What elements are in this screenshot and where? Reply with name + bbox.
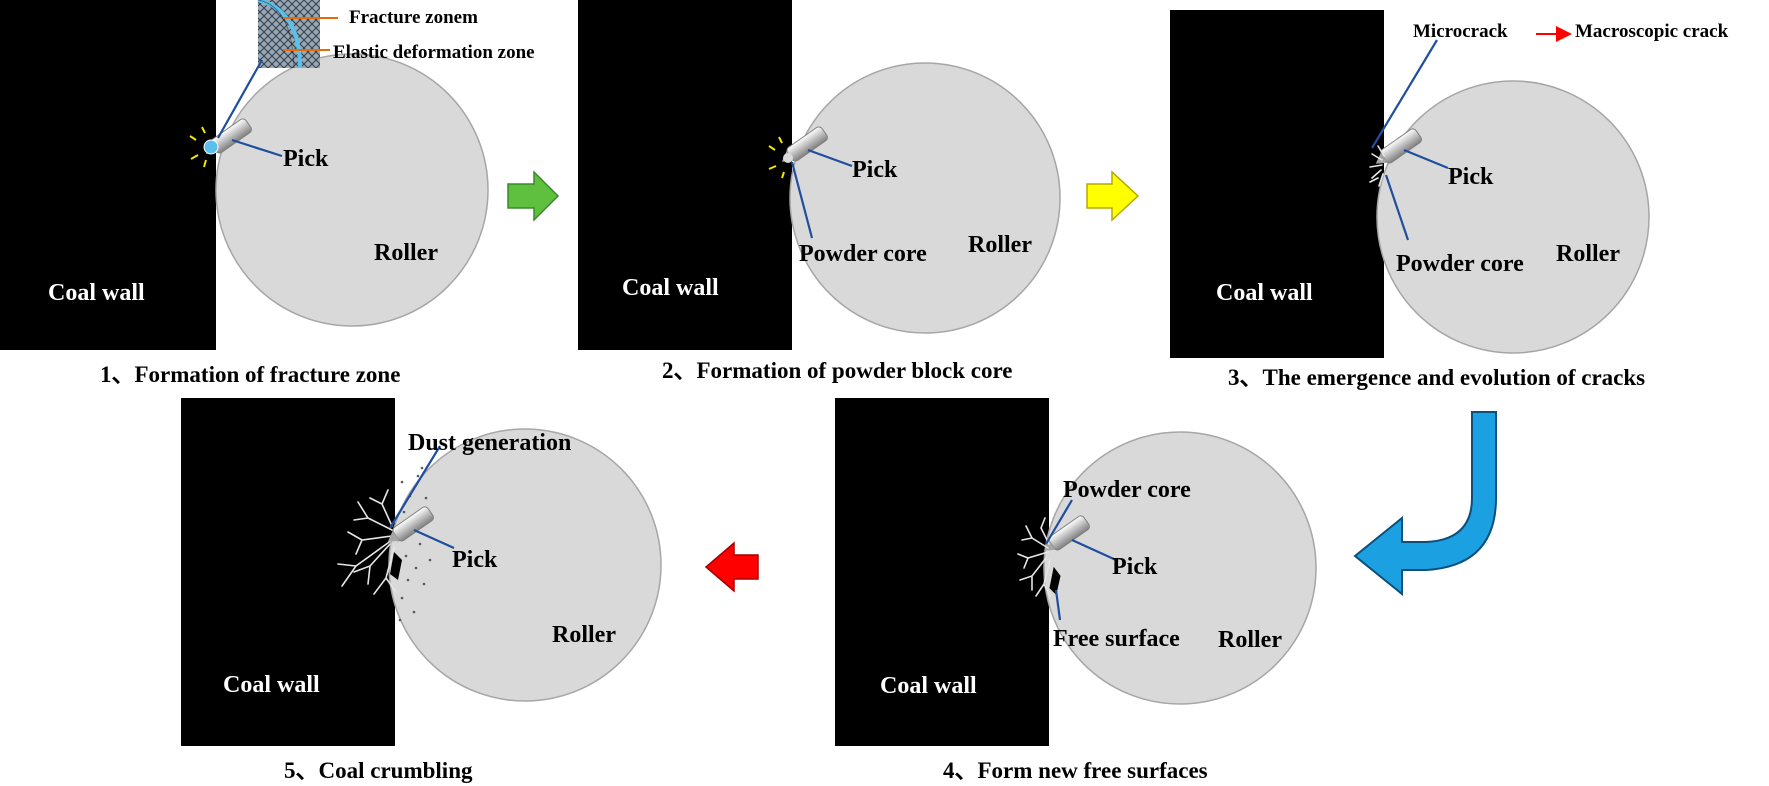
pick-leader-line <box>231 138 283 158</box>
roller-label: Roller <box>1218 627 1282 653</box>
crack-network <box>337 489 397 595</box>
free-surface-label: Free surface <box>1053 626 1180 652</box>
roller <box>215 53 489 327</box>
panel-caption: 2、Formation of powder block core <box>662 358 1013 383</box>
roller-label: Roller <box>552 622 616 648</box>
dust-leader-line <box>389 445 441 529</box>
roller <box>388 428 662 702</box>
inset-label-leaders <box>283 17 338 51</box>
panel-3: Microcrack Macroscopic crack Pick Powder… <box>1170 10 1729 390</box>
flow-arrow-yellow <box>1086 170 1140 222</box>
coal-wall <box>181 398 395 746</box>
coal-wall-label: Coal wall <box>622 275 719 301</box>
panel-caption: 5、Coal crumbling <box>284 758 473 783</box>
powder-core-label: Powder core <box>799 241 927 267</box>
coal-wall <box>0 0 216 350</box>
coal-wall-label: Coal wall <box>223 672 320 698</box>
panel-1: Fracture zonem Elastic deformation zone … <box>0 0 535 387</box>
pick-icon <box>1375 128 1422 164</box>
dust-cloud <box>396 466 432 622</box>
coal-wall <box>835 398 1049 746</box>
panel-2: Pick Powder core Roller Coal wall 2、Form… <box>578 0 1061 383</box>
microcrack-label: Microcrack <box>1413 21 1508 42</box>
core-leader-line <box>1384 174 1410 241</box>
pick-leader-line <box>1403 148 1449 170</box>
crack-network <box>1017 517 1051 597</box>
flow-arrow-green <box>507 170 560 222</box>
pick-label: Pick <box>452 547 498 573</box>
roller <box>789 62 1061 334</box>
pick-label: Pick <box>1448 164 1494 190</box>
coal-wall-label: Coal wall <box>1216 280 1313 306</box>
core-leader-line <box>1045 499 1073 545</box>
coal-wall <box>1170 10 1384 358</box>
pick-label: Pick <box>1112 554 1158 580</box>
powder-core-label: Powder core <box>1396 251 1524 277</box>
crumbled-fragment <box>390 552 402 580</box>
flow-arrow-blue <box>1353 411 1497 597</box>
inset-leader-line <box>217 59 263 139</box>
pick-leader-line <box>413 528 455 550</box>
coal-wall <box>578 0 792 350</box>
dust-generation-label: Dust generation <box>408 430 571 456</box>
fracture-zone-mark <box>189 126 219 168</box>
inset-zoom <box>257 0 320 69</box>
panel-caption: 1、Formation of fracture zone <box>100 362 400 387</box>
powder-core-mark <box>768 136 793 179</box>
roller-label: Roller <box>1556 241 1620 267</box>
core-leader-line <box>790 161 814 239</box>
fracture-zone-label: Fracture zonem <box>349 7 478 28</box>
coal-wall-label: Coal wall <box>48 280 145 306</box>
pick-leader-line <box>1071 538 1117 562</box>
roller <box>1376 80 1650 354</box>
microcrack-leader-line <box>1371 39 1438 149</box>
panel-4: Powder core Pick Free surface Roller Coa… <box>835 398 1317 783</box>
pick-label: Pick <box>283 146 329 172</box>
pick-label: Pick <box>852 157 898 183</box>
elastic-zone-label: Elastic deformation zone <box>333 42 535 63</box>
microcrack-mark <box>1369 145 1385 187</box>
macrocrack-label: Macroscopic crack <box>1575 21 1729 42</box>
roller-label: Roller <box>374 240 438 266</box>
roller-label: Roller <box>968 232 1032 258</box>
flow-arrow-red <box>704 541 759 593</box>
panel-5: Dust generation Pick Roller Coal wall 5、… <box>181 398 662 783</box>
powder-core-label: Powder core <box>1063 477 1191 503</box>
panel-caption: 3、The emergence and evolution of cracks <box>1228 365 1645 390</box>
coal-wall-label: Coal wall <box>880 673 977 699</box>
roller <box>1043 431 1317 705</box>
surface-leader-line <box>1054 589 1062 621</box>
panel-caption: 4、Form new free surfaces <box>943 758 1208 783</box>
pick-leader-line <box>807 148 853 168</box>
